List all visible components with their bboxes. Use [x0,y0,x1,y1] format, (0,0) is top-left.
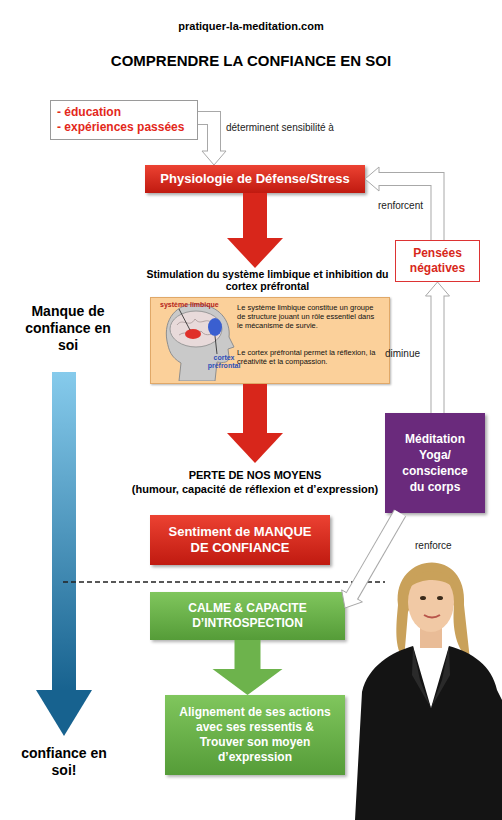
fringe [408,571,456,590]
connector-arrow [426,282,450,413]
process-box: Physiologie de Défense/Stress [145,165,365,193]
part-label: cortex préfrontal [206,354,242,370]
connector-arrow [365,167,438,240]
process-box: Sentiment de MANQUE DE CONFIANCE [150,515,330,565]
outcome-box: CALME & CAPACITE D’INTROSPECTION [150,592,345,640]
node-text: PERTE DE NOS MOYENS [189,468,322,482]
node-body-text: Le système limbique constitue un groupe … [237,303,382,330]
node-text: Pensées négatives [404,246,471,276]
progress-arrow-shaft [52,372,76,692]
arrow-shaft [235,640,261,671]
text-node: PERTE DE NOS MOYENS(humour, capacité de … [90,463,420,501]
edge-label: déterminent sensibilité à [226,122,334,134]
node-text: Sentiment de MANQUE DE CONFIANCE [160,524,320,556]
arrow-outline [198,118,214,151]
side-label: Manque de confiance en soi [18,303,118,354]
edge-label: renforcent [378,200,423,212]
node-text: Physiologie de Défense/Stress [160,171,349,187]
arrow-outline [431,296,445,413]
lapel [431,646,450,708]
jacket [355,646,502,820]
edge-label: diminue [385,348,420,360]
node-body-text: (humour, capacité de réflexion et d’expr… [132,482,378,496]
node-text: - éducation [57,105,121,120]
leader-line [215,336,217,354]
arrow-head [426,282,450,296]
connector-arrow [198,118,226,165]
mouth [424,615,440,618]
brain [170,311,222,347]
arrow-head [365,167,379,191]
edge-label: renforce [415,540,452,552]
arrow-head [227,433,283,463]
arrow-head [227,238,283,268]
node-text: Stimulation du système limbique et inhib… [140,268,395,292]
connector-arrow [213,640,283,695]
outcome-box: Alignement de ses actions avec ses resse… [165,695,345,775]
arrow-head [342,590,363,608]
diagram-title: COMPRENDRE LA CONFIANCE EN SOI [0,52,502,69]
progress-arrow-head [36,690,92,736]
connector-arrow [227,193,283,268]
node-body-text: Le cortex préfrontal permet la réflexion… [237,348,382,366]
arrow-shaft [198,118,214,153]
arrow-shaft [351,513,400,598]
arrow-shaft [432,294,444,413]
prefrontal-cortex [208,318,222,336]
hair [396,563,470,660]
arrow-shaft [243,384,267,435]
eye [420,596,426,600]
arrow-shaft [377,179,438,240]
limbic-system [185,329,201,339]
source-box: - éducation- expériences passées [50,100,198,140]
separator-line [63,581,385,583]
arrow-head [202,151,226,165]
connector-arrow [342,513,400,608]
arrow-outline [379,179,438,240]
arrow-outline [352,513,400,596]
eye [437,596,443,600]
node-text: CALME & CAPACITE D’INTROSPECTION [158,601,337,631]
node-text: Méditation Yoga/ conscience du corps [395,431,475,495]
practice-box: Méditation Yoga/ conscience du corps [385,413,485,513]
node-text: Alignement de ses actions avec ses resse… [173,705,337,765]
leader-line [179,309,190,330]
arrow-shaft [243,193,267,240]
arrow-head [213,669,283,695]
part-label: système limbique [160,301,230,309]
connector-arrow [227,384,283,463]
website-label: pratiquer-la-meditation.com [0,20,502,32]
lapel [412,646,431,708]
side-label: confiance en soi! [14,745,114,779]
thought-box: Pensées négatives [395,240,480,282]
woman-illustration [355,563,502,820]
node-body-text: - expériences passées [57,120,184,135]
